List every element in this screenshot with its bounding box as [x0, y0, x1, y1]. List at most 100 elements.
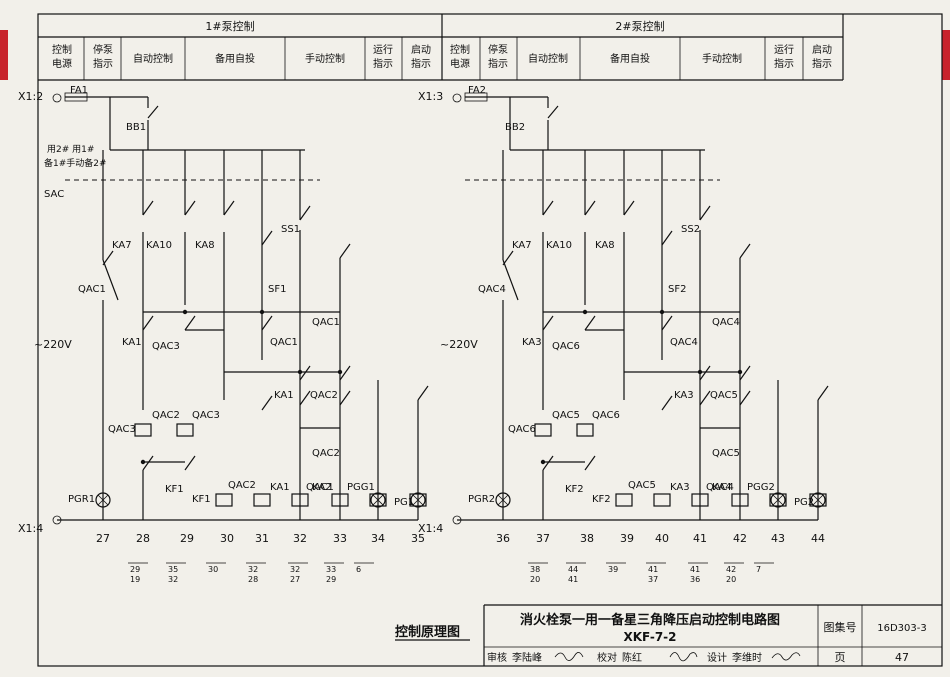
terminal-icon: [52, 515, 62, 525]
device-label: SF1: [268, 284, 286, 295]
device-label: PGR1: [68, 494, 95, 505]
device-label: QAC5: [710, 390, 738, 401]
device-label: QAC5: [552, 410, 580, 421]
column-number: 42: [733, 532, 747, 545]
device-label: QAC2: [312, 448, 340, 459]
relay-coil-icon: [291, 493, 309, 507]
header-col-label: 停泵: [488, 43, 508, 56]
indicator-lamp-icon: [370, 492, 386, 508]
column-number: 40: [655, 532, 669, 545]
header-col-label: 备用自投: [610, 52, 650, 65]
header-col-label: 指示: [774, 57, 794, 70]
signature-checker: [669, 652, 698, 662]
binding-mark-right: [942, 30, 950, 80]
contact-icon: [142, 455, 154, 471]
device-label: KA7: [512, 240, 532, 251]
device-label: QAC2: [228, 480, 256, 491]
column-number: 27: [96, 532, 110, 545]
contact-icon: [339, 243, 351, 259]
indicator-lamp-icon: [410, 492, 426, 508]
outer-border: [37, 13, 943, 667]
column-number: 28: [136, 532, 150, 545]
header-col-label: 电源: [52, 57, 72, 70]
contact-icon: [142, 200, 154, 216]
header-table: 1#泵控制 2#泵控制 控制电源停泵指示自动控制备用自投手动控制运行指示启动指示…: [38, 14, 844, 81]
contact-icon: [502, 250, 514, 266]
design-label: 设计: [707, 651, 727, 664]
xref-number: 33: [326, 565, 336, 574]
device-label: QAC3: [108, 424, 136, 435]
device-label: QAC6: [508, 424, 536, 435]
header-col-label: 指示: [488, 57, 508, 70]
xref-number: 30: [208, 565, 218, 574]
junction-dot: [337, 369, 343, 375]
junction-dot: [659, 309, 665, 315]
device-label: SS1: [281, 224, 300, 235]
xref-number: 41: [690, 565, 700, 574]
xref-number: 7: [756, 565, 761, 574]
contact-icon: [142, 315, 154, 331]
junction-dot: [737, 369, 743, 375]
header-col-label: 停泵: [93, 43, 113, 56]
terminal-icon: [452, 93, 462, 103]
xref-number: 39: [608, 565, 618, 574]
device-label: QAC1: [306, 482, 334, 493]
relay-coil-icon: [576, 423, 594, 437]
signature-designer: [771, 652, 801, 661]
contact-icon: [584, 200, 596, 216]
selector-label-bottom: 备1#手动备2#: [44, 157, 107, 169]
device-label: PGG2: [747, 482, 775, 493]
drawing-subtitle: XKF-7-2: [623, 630, 676, 644]
contact-icon: [261, 230, 273, 246]
xref-number: 27: [290, 575, 300, 584]
xref-number: 29: [326, 575, 336, 584]
header-col-labels: 控制电源停泵指示自动控制备用自投手动控制运行指示启动指示控制电源停泵指示自动控制…: [52, 43, 832, 70]
device-label: KF1: [165, 484, 184, 495]
device-label: QAC1: [312, 317, 340, 328]
device-label: PGG1: [347, 482, 375, 493]
header-col-label: 指示: [93, 57, 113, 70]
indicator-lamp-icon: [95, 492, 111, 508]
relay-coil-icon: [731, 493, 749, 507]
device-label: QAC1: [78, 284, 106, 295]
device-label: QAC4: [670, 337, 698, 348]
device-label: KA10: [546, 240, 572, 251]
pump2-header: 2#泵控制: [615, 19, 664, 33]
contact-icon: [817, 385, 829, 401]
xref-number: 20: [726, 575, 736, 584]
junction-dot: [140, 459, 146, 465]
device-label: KA7: [112, 240, 132, 251]
device-label: PG2: [794, 497, 814, 508]
device-label: QAC1: [270, 337, 298, 348]
device-label: QAC5: [628, 480, 656, 491]
column-number: 37: [536, 532, 550, 545]
title-block: 控制原理图 消火栓泵一用一备星三角降压启动控制电路图 XKF-7-2 图集号 1…: [395, 604, 942, 666]
relay-coil-icon: [809, 493, 827, 507]
indicator-lamp-icon: [495, 492, 511, 508]
column-number: 41: [693, 532, 707, 545]
column-number: 35: [411, 532, 425, 545]
contact-icon: [623, 200, 635, 216]
xref-number: 37: [648, 575, 658, 584]
device-label: QAC4: [478, 284, 506, 295]
contact-icon: [299, 390, 311, 406]
junction-dot: [540, 459, 546, 465]
relay-coil-icon: [331, 493, 349, 507]
xref-number: 42: [726, 565, 736, 574]
device-label: PGR2: [468, 494, 495, 505]
header-col-label: 运行: [774, 43, 794, 56]
xref-number: 35: [168, 565, 178, 574]
header-col-label: 手动控制: [305, 52, 345, 65]
contact-icon: [184, 200, 196, 216]
contact-icon: [299, 205, 311, 221]
header-col-label: 自动控制: [528, 52, 568, 65]
fuse-fa1-label: FA1: [70, 85, 88, 96]
reviewer-name: 李陆峰: [512, 651, 542, 664]
column-number: 38: [580, 532, 594, 545]
contact-icon: [739, 365, 751, 381]
contact-icon: [699, 365, 711, 381]
device-label: QAC2: [310, 390, 338, 401]
device-label: QAC2: [152, 410, 180, 421]
